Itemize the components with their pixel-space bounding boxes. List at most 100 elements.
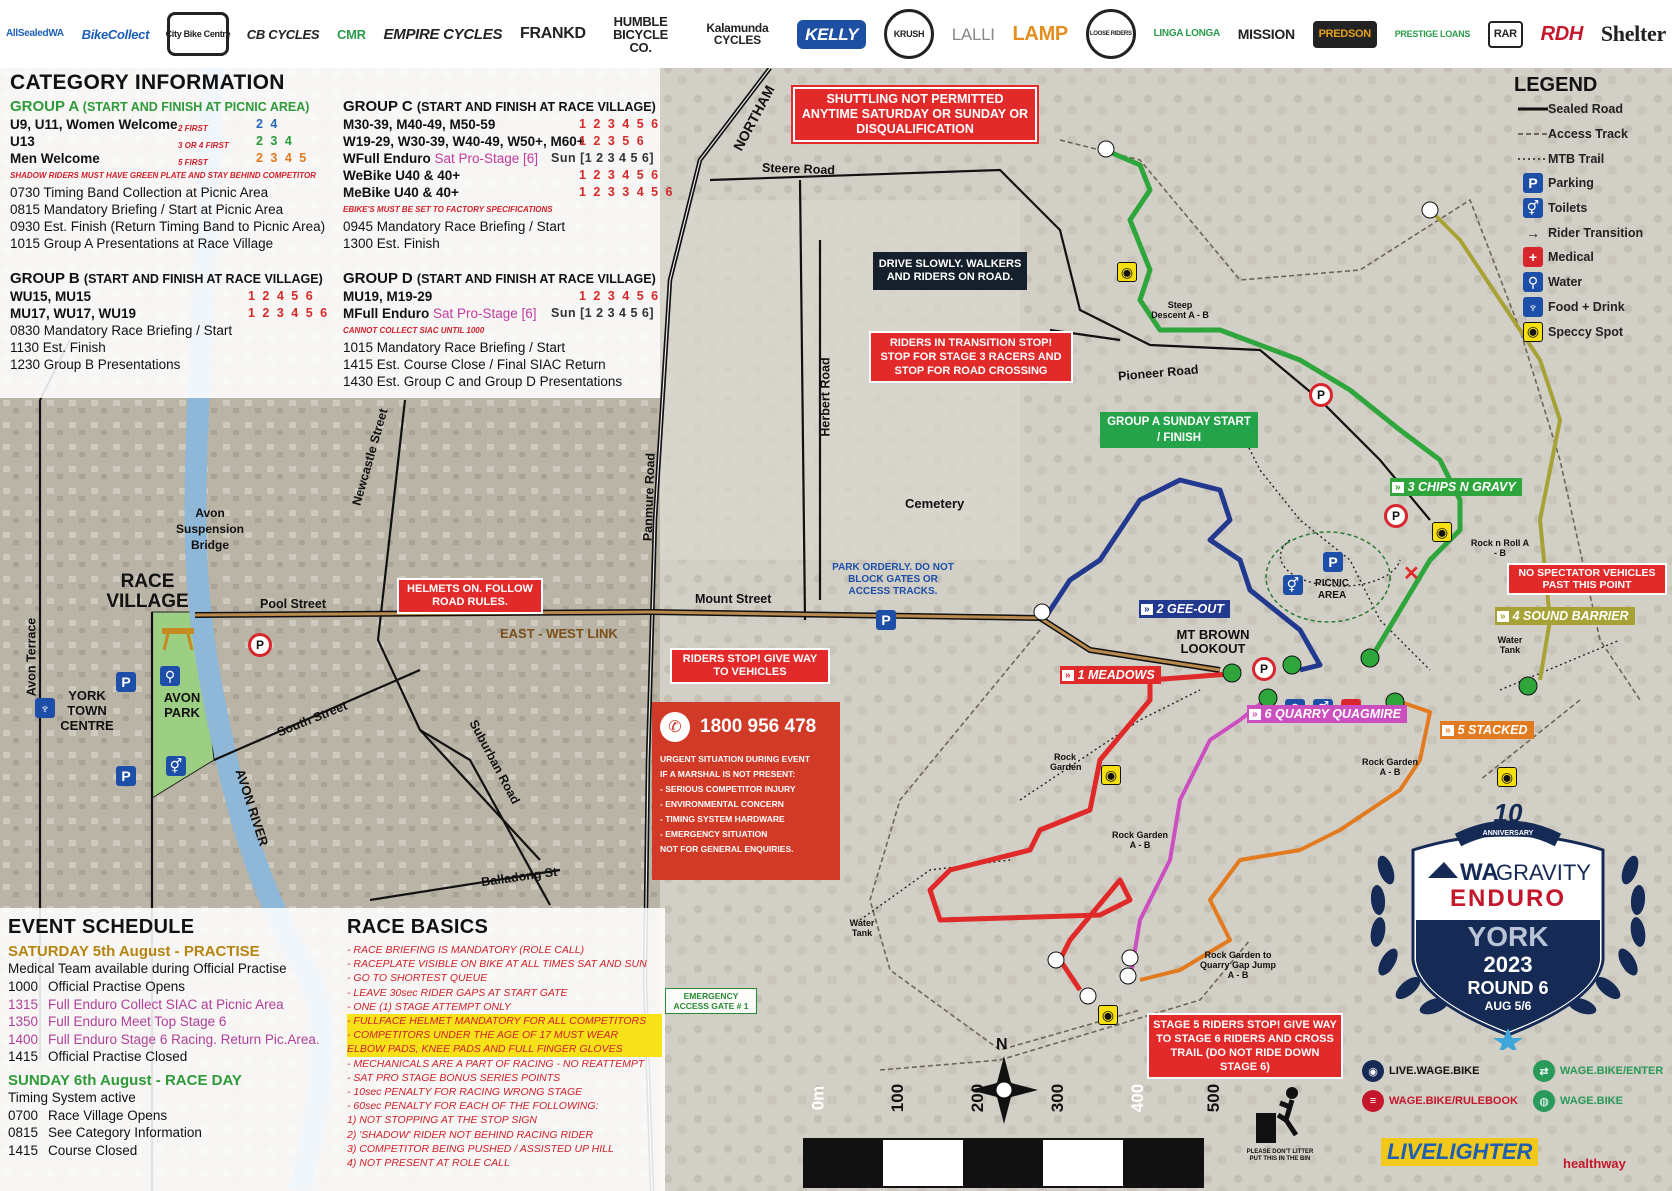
saturday-title: SATURDAY 5th August - PRACTISE [8,943,260,960]
schedule-time: 0815 [8,1125,39,1140]
badge-gravity: GRAVITY [1496,860,1591,885]
stage-4-num: 4 [1512,609,1520,623]
siac-note: CANNOT COLLECT SIAC UNTIL 1000 [343,326,485,335]
york-centre-label: YORK TOWN CENTRE [60,688,114,733]
stage-4-tag: »4 SOUND BARRIER [1495,607,1635,625]
parking-icon: P [1523,173,1543,194]
link-enter[interactable]: ⇄WAGE.BIKE/ENTER [1533,1060,1663,1082]
emergency-phone[interactable]: ✆ 1800 956 478 [660,712,832,742]
badge-dates: AUG 5/6 [1485,999,1532,1013]
group-c-time: 1300 Est. Finish [343,236,440,251]
healthway-logo: healthway [1563,1156,1626,1171]
scale-300: 300 [1048,1083,1068,1113]
sunday-note: Timing System active [8,1089,136,1105]
no-parking-icon: P [1384,504,1408,528]
schedule-time: 1315 [8,996,39,1012]
speccy-spot-icon: ◉ [1117,262,1137,282]
saturday-note: Medical Team available during Official P… [8,961,287,976]
speccy-spot-icon: ◉ [1523,321,1543,342]
rulebook-icon: ≡ [1362,1090,1384,1112]
toilets-icon: ⚥ [166,756,186,776]
speccy-spot-icon: ◉ [1101,765,1121,785]
drive-slowly-notice: DRIVE SLOWLY. WALKERS AND RIDERS ON ROAD… [873,252,1027,290]
stage-6-num: 6 [1264,707,1272,721]
avon-park-label: AVON PARK [163,690,201,720]
legend-item: MTB Trail [1518,146,1672,171]
stage-2-name: GEE-OUT [1167,602,1224,616]
schedule-time: 0700 [8,1107,39,1123]
shield-bottom [1416,920,1600,1032]
sponsor-logo: KELLY [797,19,867,49]
sponsor-logo: RDH [1540,23,1584,45]
legend-item: ⚥ Toilets [1518,196,1672,221]
schedule-time: 1000 [8,979,39,994]
group-a: GROUP A (START AND FINISH AT PICNIC AREA… [10,98,340,252]
arrow-right-icon: → [1526,224,1540,241]
event-schedule: EVENT SCHEDULE SATURDAY 5th August - PRA… [8,916,338,1159]
parking-icon: P [1323,552,1343,572]
race-basics-item: 4) NOT PRESENT AT ROLE CALL [347,1157,510,1170]
group-c-time: 0945 Mandatory Race Briefing / Start [343,219,566,234]
race-basics-item: - MECHANICALS ARE A PART OF RACING - NO … [347,1057,645,1070]
sponsor-logo: RAR [1487,20,1523,48]
food-icon: ♆ [1523,296,1543,317]
parking-icon: P [876,610,896,630]
sponsor-logo: MISSION [1237,26,1295,42]
stage-1-name: MEADOWS [1088,668,1155,682]
stage-6-name: QUARRY QUAGMIRE [1275,707,1401,721]
live-icon: ◉ [1362,1060,1384,1082]
water-tank-label: Water Tank [849,918,875,938]
legend-label: Sealed Road [1548,102,1624,117]
group-c-row: WeBike U40 & 40+1 2 3 4 5 6 [343,168,661,183]
link-live[interactable]: ◉LIVE.WAGE.BIKE [1362,1060,1479,1082]
emergency-line: URGENT SITUATION DURING EVENT [660,754,811,764]
legend-label: Parking [1548,176,1594,191]
picnic-area-label: PICNIC AREA [1315,578,1349,601]
group-a-time: 0930 Est. Finish (Return Timing Band to … [10,219,326,234]
legend: LEGEND Sealed Road Access Track MTB Trai… [1514,74,1672,344]
badge-anniversary-number: 10 [1494,800,1523,828]
emergency-gate-label: EMERGENCY ACCESS GATE # 1 [665,988,757,1014]
sponsor-logo: LOOSE RIDERS [1085,9,1136,59]
north-label: N [996,1036,1008,1053]
phone-icon: ✆ [660,712,690,742]
road-mount: Mount Street [695,592,772,606]
scale-100: 100 [888,1083,908,1113]
schedule-time: 1400 [8,1031,39,1047]
badge-location: YORK [1468,921,1549,952]
medical-icon: + [1523,247,1543,268]
access-tracks [869,139,1641,1071]
group-c-row: MeBike U40 & 40+1 2 3 3 4 5 6 [343,185,675,200]
race-basics-item: - SAT PRO STAGE BONUS SERIES POINTS [347,1071,561,1084]
race-basics-item: ELBOW PADS, KNEE PADS AND FULL FINGER GL… [347,1042,662,1057]
sponsor-logo: EMPIRE CYCLES [383,25,503,43]
link-home[interactable]: ◍WAGE.BIKE [1533,1090,1623,1112]
sponsor-logo: Kalamunda CYCLES [706,21,769,47]
legend-item: ◉ Speccy Spot [1518,319,1672,344]
emergency-line: - ENVIRONMENTAL CONCERN [660,799,784,809]
chevron-icon: » [1249,708,1261,720]
rock-garden-gap-label: Rock Garden to Quarry Gap Jump A - B [1199,950,1277,980]
group-b-time: 1130 Est. Finish [10,340,106,355]
helmets-notice: HELMETS ON. FOLLOW ROAD RULES. [397,578,543,614]
link-rulebook[interactable]: ≡WAGE.BIKE/RULEBOOK [1362,1090,1518,1112]
sponsor-logo: BikeCollect [81,26,150,42]
stage-5-tag: »5 STACKED [1440,721,1534,739]
water-icon: ⚲ [1523,272,1543,293]
legend-item: Sealed Road [1518,97,1672,122]
race-basics-item: - FULLFACE HELMET MANDATORY FOR ALL COMP… [347,1014,662,1029]
group-a-time: 0815 Mandatory Briefing / Start at Picni… [10,202,284,217]
sponsor-logo: AllSealedWA [6,28,64,39]
road-steere: Steere Road [761,160,836,178]
stage-5-name: STACKED [1468,723,1528,737]
race-basics-list: - RACE BRIEFING IS MANDATORY (ROLE CALL)… [347,943,662,1170]
toilets-icon: ⚥ [1283,575,1303,595]
schedule-text: Official Practise Opens [48,979,186,994]
